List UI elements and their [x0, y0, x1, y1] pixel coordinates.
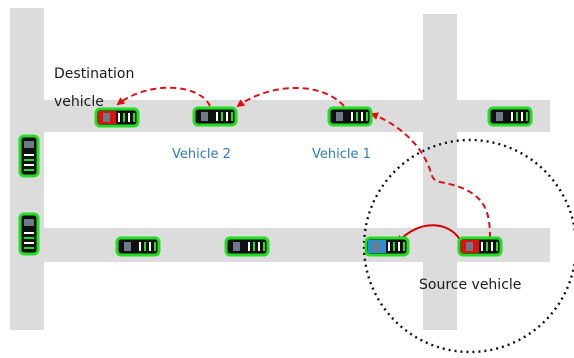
vehicle-blue-relay: [364, 236, 410, 257]
source-vehicle: [457, 236, 503, 257]
source-vehicle-label: Source vehicle: [419, 277, 521, 293]
vehicle-2-mark: [216, 112, 218, 121]
destination-label-line1: Destination: [54, 66, 134, 82]
vehicle-left-upper-mark: [24, 169, 34, 171]
vehicle-bottom-1-mark: [154, 242, 156, 251]
vehicle-left-lower: [18, 212, 40, 256]
vehicle-bottom-2-mark: [263, 242, 265, 251]
vehicle-1-body: [327, 106, 373, 127]
destination-label-line2: vehicle: [54, 94, 104, 110]
vehicle-bottom-1-mark: [144, 242, 146, 251]
vehicle-2-mark: [226, 112, 228, 121]
vehicle2-label: Vehicle 2: [172, 147, 231, 162]
hop-vehicle1-to-vehicle2: [236, 87, 345, 108]
destination-vehicle-window: [103, 113, 110, 122]
vehicle-blue-relay-mark: [398, 242, 400, 251]
vehicle-2-body: [192, 106, 238, 127]
vehicle-left-lower-window: [24, 219, 34, 226]
vehicle-1-mark: [351, 112, 353, 121]
vehicle-2: [192, 106, 238, 127]
vehicle-bottom-2: [224, 236, 270, 257]
vehicle-top-right-mark: [511, 112, 513, 121]
vehicle-left-lower-mark: [24, 242, 34, 244]
vehicle-2-mark: [221, 112, 223, 121]
destination-vehicle: [94, 107, 140, 128]
vehicle-blue-relay-mark: [403, 242, 405, 251]
multi-hop-path: [116, 86, 491, 239]
source-vehicle-mark: [496, 242, 498, 251]
vehicle-left-lower-mark: [24, 237, 34, 239]
vehicle-bottom-1-mark: [149, 242, 151, 251]
vehicle-bottom-2-mark: [248, 242, 250, 251]
source-vehicle-window: [466, 242, 473, 251]
vehicle-1-window: [336, 112, 343, 121]
hop-vehicle2-to-destination: [116, 86, 211, 107]
source-coverage-circle: [362, 138, 574, 354]
vehicle-blue-relay-mark: [388, 242, 390, 251]
vehicle-1-mark: [366, 112, 368, 121]
vehicle-top-right-mark: [526, 112, 528, 121]
source-vehicle-mark: [481, 242, 483, 251]
vehicle-top-right-body: [487, 106, 533, 127]
vehicle-bottom-2-mark: [253, 242, 255, 251]
vehicle-2-window: [201, 112, 208, 121]
vehicle-left-lower-mark: [24, 247, 34, 249]
vehicle-top-right-window: [496, 112, 503, 121]
vehicle-bottom-2-mark: [258, 242, 260, 251]
direct-hop-path: [396, 224, 461, 244]
source-vehicle-mark: [486, 242, 488, 251]
vehicle-1: [327, 106, 373, 127]
vehicle-bottom-2-window: [233, 242, 240, 251]
destination-vehicle-mark: [133, 113, 135, 122]
destination-vehicle-mark: [123, 113, 125, 122]
vehicle-left-upper-window: [24, 141, 34, 148]
hop-source-to-vehicle1: [370, 112, 491, 239]
vehicles-layer: [18, 106, 533, 257]
vehicle-blue-relay-mark: [393, 242, 395, 251]
vehicle-bottom-1-body: [115, 236, 161, 257]
vehicle1-label: Vehicle 1: [312, 147, 371, 162]
vehicle-bottom-2-body: [224, 236, 270, 257]
vehicle-left-upper-mark: [24, 154, 34, 156]
vehicle-bottom-1-mark: [139, 242, 141, 251]
vehicle-top-right-mark: [516, 112, 518, 121]
vehicle-1-mark: [361, 112, 363, 121]
vehicle-top-right-mark: [521, 112, 523, 121]
destination-vehicle-mark: [128, 113, 130, 122]
vehicle-bottom-1-window: [124, 242, 131, 251]
vehicle-left-lower-mark: [24, 232, 34, 234]
vehicle-top-right: [487, 106, 533, 127]
vehicle-1-mark: [356, 112, 358, 121]
destination-vehicle-mark: [118, 113, 120, 122]
source-vehicle-mark: [491, 242, 493, 251]
vehicle-left-upper-mark: [24, 159, 34, 161]
vehicle-2-mark: [231, 112, 233, 121]
vehicle-blue-relay-window: [373, 242, 380, 251]
road-right-vertical: [423, 14, 457, 330]
vehicle-bottom-1: [115, 236, 161, 257]
vehicle-left-upper: [18, 134, 40, 178]
vehicle-left-upper-mark: [24, 164, 34, 166]
